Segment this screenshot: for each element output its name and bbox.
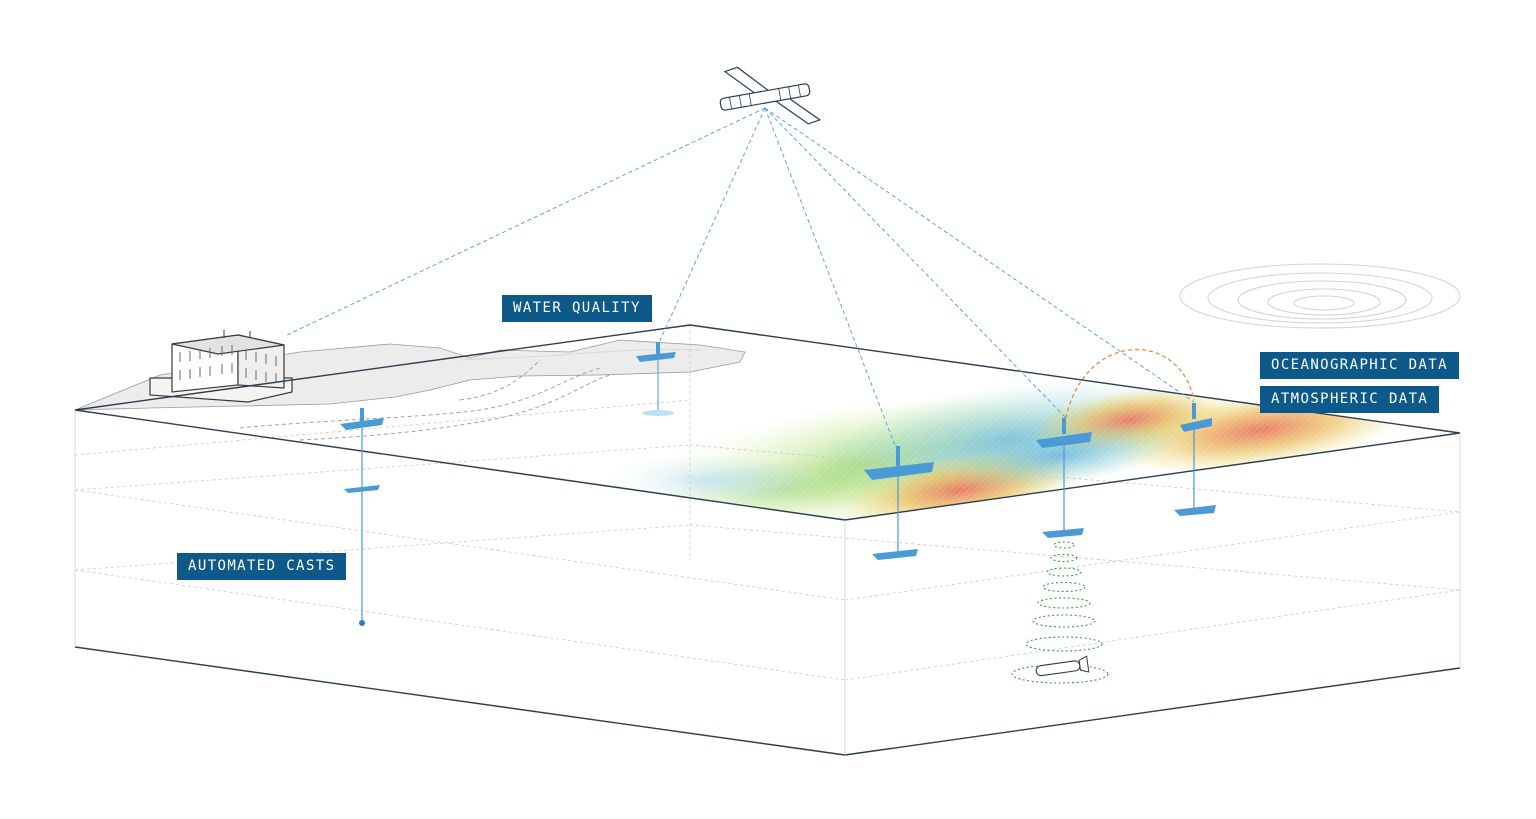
drone-icon	[1174, 403, 1216, 516]
ocean-box-vertical-edges	[74, 410, 1461, 755]
sonar-signal	[1011, 541, 1109, 684]
label-water-quality: WATER QUALITY	[502, 295, 652, 322]
drone-track-paths	[239, 359, 611, 441]
wind-spiral-icon	[1179, 263, 1461, 329]
relay-arc	[1065, 348, 1195, 419]
label-oceanographic-data: OCEANOGRAPHIC DATA	[1260, 352, 1459, 379]
building-icon	[149, 330, 293, 403]
satellite-icon	[719, 66, 822, 125]
auv-icon	[1035, 655, 1090, 677]
ocean-data-heatmap	[75, 325, 1460, 520]
drone-icon	[340, 408, 384, 626]
drone-icon	[636, 342, 676, 416]
ocean-box-outline	[74, 324, 1461, 756]
satellite-uplinks	[284, 107, 1195, 449]
label-atmospheric-data: ATMOSPHERIC DATA	[1260, 386, 1440, 413]
label-automated-casts: AUTOMATED CASTS	[177, 553, 347, 580]
drone-icon	[864, 446, 934, 560]
drone-icon	[1036, 418, 1092, 538]
